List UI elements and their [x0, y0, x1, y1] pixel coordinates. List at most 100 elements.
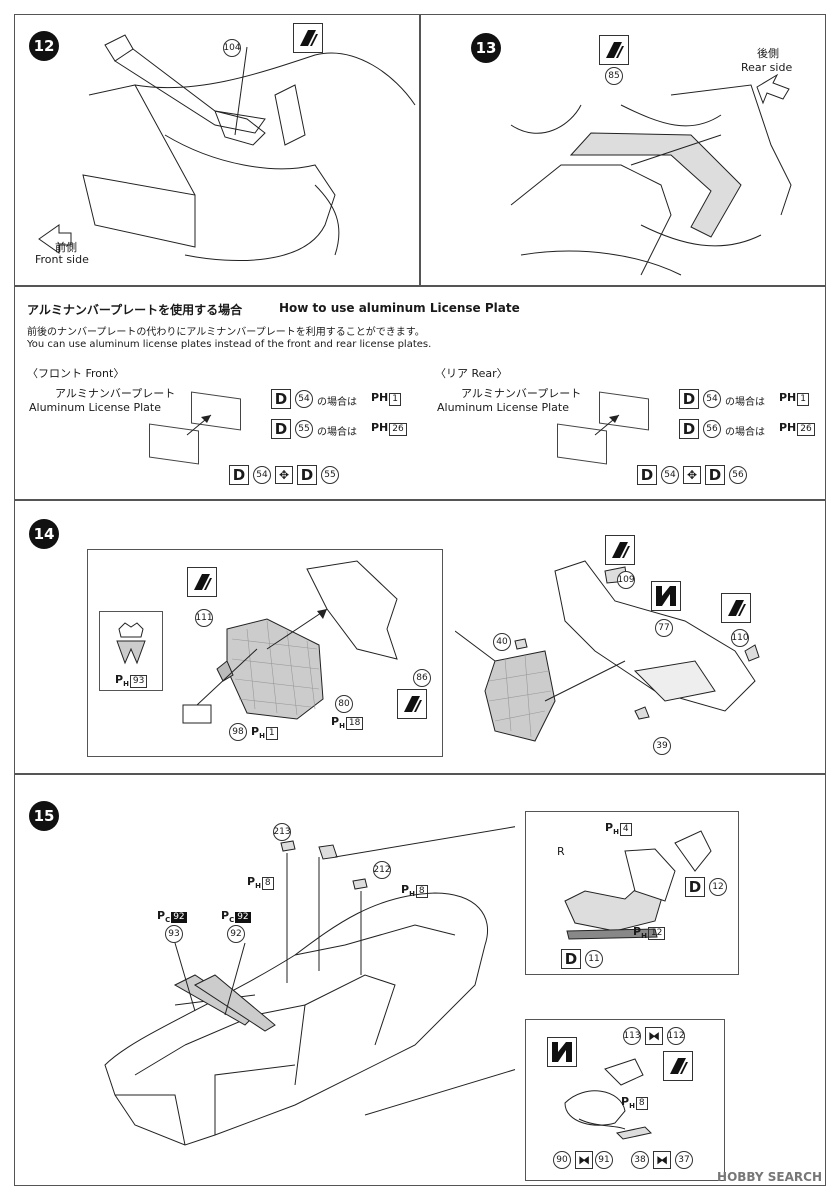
paint-icon — [187, 567, 217, 597]
part-11-callout: 11 — [585, 950, 603, 968]
paint-icon — [663, 1051, 693, 1081]
license-desc-en: You can use aluminum license plates inst… — [27, 339, 432, 350]
part-109-callout: 109 — [617, 571, 635, 589]
ph-code: 8 — [261, 877, 274, 890]
part-54-callout: 54 — [253, 466, 271, 484]
ph-code: 18 — [345, 717, 364, 730]
paint-icon — [397, 689, 427, 719]
paint-icon — [293, 23, 323, 53]
d-sprue-label: D — [679, 419, 699, 439]
step-12-number: 12 — [29, 31, 59, 61]
choice-icon: ✥ — [275, 466, 293, 484]
hood-ornament-drawing — [564, 830, 712, 940]
part-56-callout: 56 — [729, 466, 747, 484]
front-side-en: Front side — [35, 253, 89, 266]
license-desc-jp: 前後のナンバープレートの代わりにアルミナンバープレートを利用することができます。 — [27, 327, 425, 338]
front-plate-jp: アルミナンバープレート — [55, 387, 176, 400]
paint-icon — [605, 535, 635, 565]
part-55-callout: 55 — [295, 420, 313, 438]
part-212-callout: 212 — [373, 861, 391, 879]
front-side-jp: 前側 — [55, 241, 77, 254]
car-body-drawing — [104, 826, 515, 1146]
black-white-icon: ⧓ — [653, 1151, 671, 1169]
black-white-icon: ⧓ — [575, 1151, 593, 1169]
mirror-drawing — [564, 1058, 653, 1140]
ph-code: 1 — [389, 393, 402, 406]
black-white-icon: ⧓ — [645, 1027, 663, 1045]
part-86-callout: 86 — [413, 669, 431, 687]
d-sprue-label: D — [271, 419, 291, 439]
part-91-callout: 91 — [595, 1151, 613, 1169]
ph-code: 26 — [389, 423, 407, 436]
part-110-callout: 110 — [731, 629, 749, 647]
paint-icon — [721, 593, 751, 623]
ph-code: 8 — [415, 885, 428, 898]
ph-code: 4 — [619, 823, 632, 836]
choice-icon: ✥ — [683, 466, 701, 484]
part-54-callout: 54 — [295, 390, 313, 408]
ph-label: PH — [371, 391, 389, 404]
d-sprue-label: D — [637, 465, 657, 485]
part-113-callout: 113 — [623, 1027, 641, 1045]
r-label: R — [557, 845, 565, 858]
emblem-box — [99, 611, 163, 691]
step-12-panel: 12 104 前側 Front side — [14, 14, 420, 286]
part-80-callout: 80 — [335, 695, 353, 713]
part-111-callout: 111 — [195, 609, 213, 627]
arrow — [594, 414, 620, 436]
crown-emblem-icon — [116, 622, 146, 665]
step-13-drawing — [510, 73, 792, 276]
rear-label: 〈リア Rear〉 — [435, 367, 508, 380]
part-54-callout: 54 — [661, 466, 679, 484]
part-112-callout: 112 — [667, 1027, 685, 1045]
d-sprue-label: D — [229, 465, 249, 485]
rear-plate-en: Aluminum License Plate — [437, 401, 569, 414]
license-title-en: How to use aluminum License Plate — [279, 301, 520, 315]
rear-row1-text: の場合は — [725, 397, 765, 408]
license-title-jp: アルミナンバープレートを使用する場合 — [27, 303, 243, 317]
part-38-callout: 38 — [631, 1151, 649, 1169]
arrow — [186, 414, 212, 436]
front-row2-text: の場合は — [317, 427, 357, 438]
part-12-callout: 12 — [709, 878, 727, 896]
part-77-callout: 77 — [655, 619, 673, 637]
watermark: HOBBY SEARCH — [717, 1170, 822, 1184]
d-sprue-label: D — [685, 877, 705, 897]
d-sprue-label: D — [297, 465, 317, 485]
part-90-callout: 90 — [553, 1151, 571, 1169]
ph-label: PH — [779, 391, 797, 404]
silver-paint-icon — [547, 1037, 577, 1067]
part-92-callout: 92 — [227, 925, 245, 943]
step-14-number: 14 — [29, 519, 59, 549]
grille-drawing — [182, 560, 398, 724]
step-13-panel: 13 85 後側 Rear side — [420, 14, 826, 286]
part-55-callout: 55 — [321, 466, 339, 484]
part-54-callout: 54 — [703, 390, 721, 408]
ph-code: 93 — [129, 675, 148, 688]
ph-label: PH — [371, 421, 389, 434]
ph-code: 12 — [647, 927, 666, 940]
ph-label: PH — [779, 421, 797, 434]
part-104-callout: 104 — [223, 39, 241, 57]
rear-choice-legend: D 54 ✥ D 56 — [637, 465, 747, 485]
step-15-number: 15 — [29, 801, 59, 831]
pc-code: 92 — [171, 912, 187, 923]
d-sprue-label: D — [271, 389, 291, 409]
front-plate-en: Aluminum License Plate — [29, 401, 161, 414]
d-sprue-label: D — [561, 949, 581, 969]
license-plate-panel: アルミナンバープレートを使用する場合 How to use aluminum L… — [14, 286, 826, 500]
silver-paint-icon — [651, 581, 681, 611]
front-choice-legend: D 54 ✥ D 55 — [229, 465, 339, 485]
part-56-callout: 56 — [703, 420, 721, 438]
